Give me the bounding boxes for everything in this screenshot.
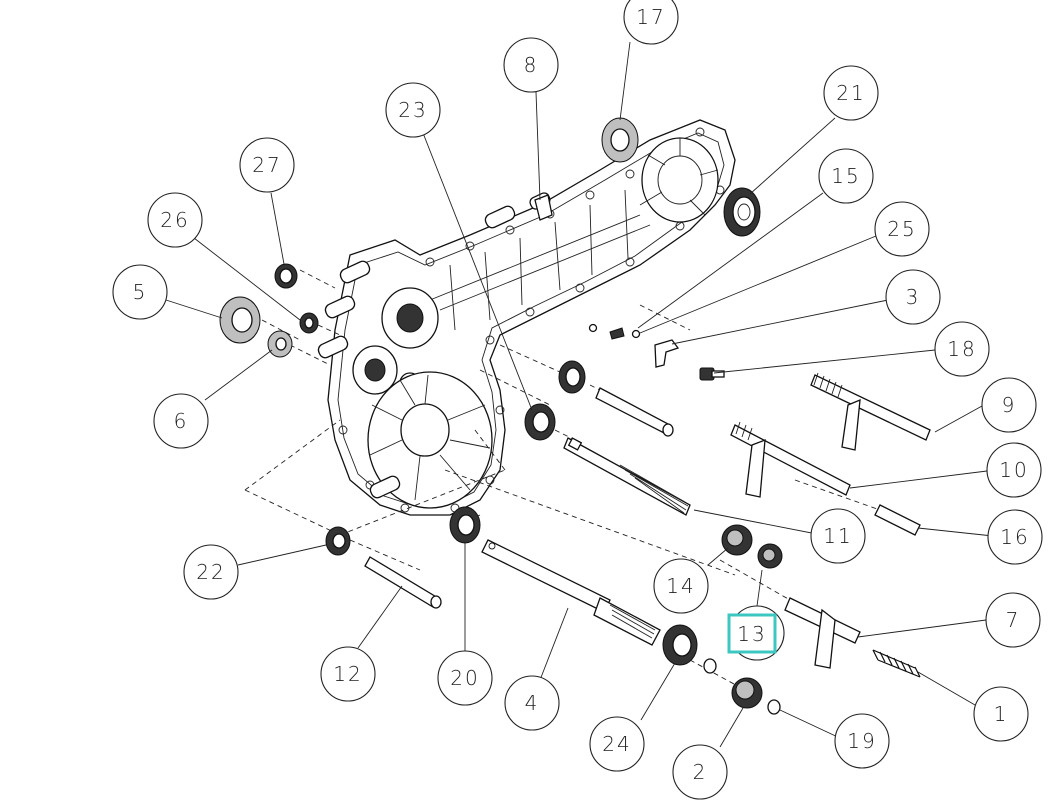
callout-5: 5: [112, 264, 168, 320]
callout-7-label: 7: [1006, 608, 1021, 632]
callout-22-label: 22: [196, 560, 225, 584]
callout-12-label: 12: [333, 662, 362, 686]
part-19-clip: [767, 699, 781, 715]
short-shaft: [595, 387, 674, 437]
callout-12: 12: [320, 646, 376, 702]
callout-24-label: 24: [602, 732, 631, 756]
callout-11: 11: [810, 508, 866, 564]
callout-17-label: 17: [636, 5, 665, 29]
callout-20-label: 20: [450, 666, 479, 690]
callout-9: 9: [981, 377, 1037, 433]
leader-lines: [165, 41, 994, 748]
part-5-seal: [219, 296, 261, 344]
callout-10: 10: [986, 442, 1042, 498]
upper-bearing: [558, 360, 586, 394]
part-20-bearing: [449, 506, 481, 544]
callout-19: 19: [834, 713, 890, 769]
part-22-bearing: [325, 526, 351, 556]
part-21-bearing: [723, 187, 761, 237]
callout-3-label: 3: [906, 285, 921, 309]
callout-13-label: 13: [737, 622, 766, 646]
callout-9-label: 9: [1002, 393, 1017, 417]
callout-6-label: 6: [174, 409, 189, 433]
part-1-spring: [872, 649, 921, 678]
callout-5-label: 5: [133, 280, 148, 304]
small-ring: [703, 658, 717, 674]
part-15-25-small-parts: [588, 323, 641, 340]
part-6-washer: [267, 330, 293, 358]
part-12-pin: [364, 556, 442, 609]
part-3-clip: [654, 339, 680, 368]
part-2-gear: [731, 677, 763, 709]
part-18-bolt: [699, 367, 725, 381]
part-9-fork-shaft: [810, 372, 931, 451]
callout-26: 26: [147, 192, 203, 248]
callout-15: 15: [818, 148, 874, 204]
callout-3: 3: [885, 269, 941, 325]
part-26-bearing: [299, 312, 319, 334]
part-10-fork-shaft: [730, 421, 851, 498]
callout-21: 21: [823, 65, 879, 121]
part-16-pin: [874, 504, 921, 536]
callout-24: 24: [589, 716, 645, 772]
assembly-lines: [244, 269, 881, 691]
callout-15-label: 15: [831, 164, 860, 188]
callout-11-label: 11: [823, 524, 852, 548]
callout-27-label: 27: [252, 153, 281, 177]
callout-20: 20: [437, 650, 493, 706]
callout-22: 22: [183, 544, 239, 600]
callout-16-label: 16: [1000, 525, 1029, 549]
callout-14: 14: [653, 558, 709, 614]
callout-13-highlighted[interactable]: 13: [727, 605, 785, 661]
part-27-bearing: [274, 263, 298, 289]
callout-18: 18: [934, 321, 990, 377]
callout-27: 27: [239, 137, 295, 193]
callout-23: 23: [385, 82, 441, 138]
part-13-gear: [757, 543, 783, 569]
callout-10-label: 10: [999, 458, 1028, 482]
callout-2: 2: [672, 744, 728, 800]
callout-25: 25: [874, 201, 930, 257]
callout-4: 4: [504, 675, 560, 731]
callout-4-label: 4: [525, 691, 540, 715]
callout-23-label: 23: [398, 98, 427, 122]
callout-14-label: 14: [666, 574, 695, 598]
callout-8-label: 8: [524, 53, 539, 77]
callout-6: 6: [153, 393, 209, 449]
callout-18-label: 18: [947, 337, 976, 361]
part-4-shaft: [481, 539, 661, 646]
callout-16: 16: [987, 509, 1043, 565]
part-7-fork-shaft: [784, 597, 861, 669]
callout-1-label: 1: [994, 702, 1009, 726]
part-23-bearing: [524, 403, 556, 441]
callout-19-label: 19: [847, 729, 876, 753]
part-14-gear: [721, 524, 753, 556]
callout-2-label: 2: [693, 760, 708, 784]
callout-21-label: 21: [836, 81, 865, 105]
callout-26-label: 26: [160, 208, 189, 232]
part-17-seal: [601, 117, 639, 163]
callout-8: 8: [503, 37, 559, 93]
callout-1: 1: [973, 686, 1029, 742]
callout-7: 7: [985, 592, 1041, 648]
gearbox-housing: [317, 119, 736, 516]
part-11-shaft: [563, 437, 691, 516]
callout-25-label: 25: [887, 217, 916, 241]
callout-17: 17: [623, 0, 679, 45]
part-24-bearing: [662, 624, 698, 666]
